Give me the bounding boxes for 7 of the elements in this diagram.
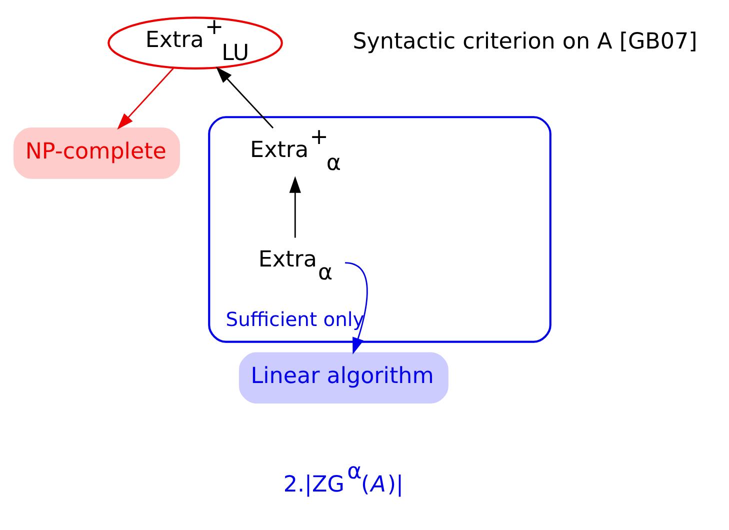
arrow <box>216 66 274 128</box>
arrow <box>345 262 368 354</box>
arrow <box>117 68 174 130</box>
arrow <box>289 176 301 238</box>
node-box: NP-complete <box>14 128 180 179</box>
label: Syntactic criterion on A [GB07] <box>352 28 698 54</box>
node-box: Linear algorithm <box>238 352 448 404</box>
